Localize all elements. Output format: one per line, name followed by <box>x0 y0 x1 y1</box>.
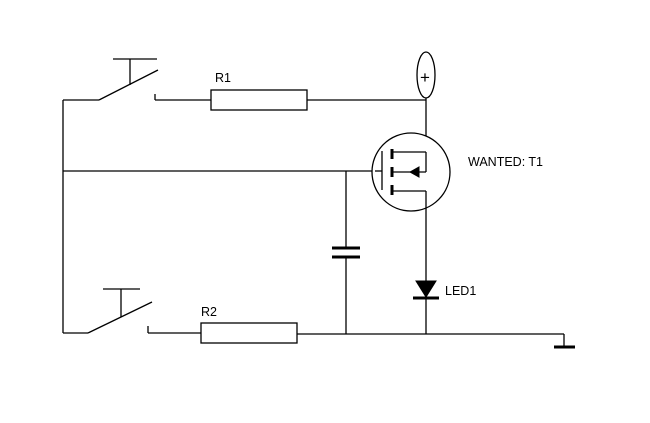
capacitor <box>332 246 360 259</box>
switch-bottom <box>87 288 153 334</box>
r1-label: R1 <box>215 71 231 85</box>
led-label: LED1 <box>445 284 476 298</box>
supply-plus-label: + <box>420 68 430 87</box>
transistor-label: WANTED: T1 <box>468 155 543 169</box>
r2-label: R2 <box>201 305 217 319</box>
resistor-r2 <box>200 322 298 344</box>
led-led1 <box>413 280 439 300</box>
switch-top <box>98 58 159 101</box>
resistor-r1 <box>210 89 308 111</box>
mosfet-t1 <box>371 132 451 212</box>
